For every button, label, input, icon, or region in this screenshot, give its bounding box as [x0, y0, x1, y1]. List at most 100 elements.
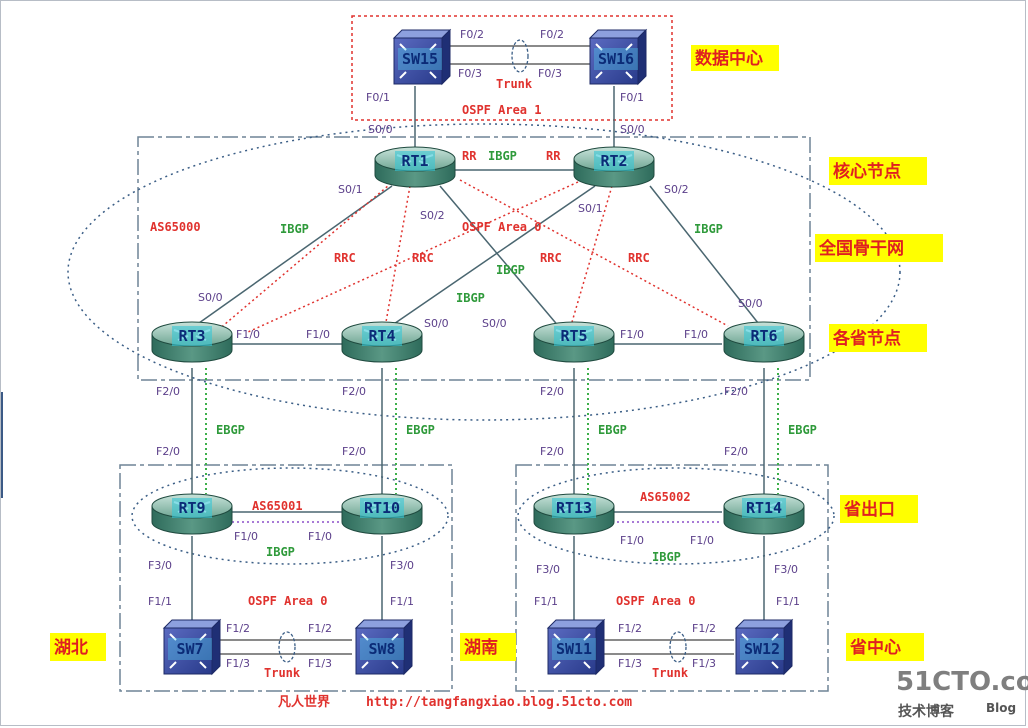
link-rt2-rt6 — [649, 185, 763, 329]
ibgp-label-rt1-rt5: IBGP — [496, 263, 525, 277]
rrc-label-4: RRC — [628, 251, 650, 265]
device-label: RT2 — [600, 152, 627, 170]
switch-sw7[interactable]: SW7 — [163, 619, 221, 675]
port-label: F1/3 — [692, 657, 716, 670]
link-rt1-rt5 — [439, 185, 561, 329]
tag-bg — [846, 633, 924, 661]
port-label: S0/2 — [420, 209, 445, 222]
tag-data-center: 数据中心 — [695, 48, 763, 69]
switch-sw11[interactable]: SW11 — [547, 619, 605, 675]
port-label: F3/0 — [390, 559, 414, 572]
router-rt1[interactable]: RT1 — [374, 146, 456, 188]
port-label: F1/2 — [308, 622, 332, 635]
ibgp-label-rt1-rt3: IBGP — [280, 222, 309, 236]
port-label: F1/0 — [620, 534, 644, 547]
tag-national-backbone: 全国骨干网 — [818, 238, 904, 259]
router-rt6[interactable]: RT6 — [723, 321, 805, 363]
ospf-area-0-core-label: OSPF Area 0 — [462, 220, 541, 234]
switch-sw8[interactable]: SW8 — [355, 619, 413, 675]
port-label: S0/0 — [424, 317, 449, 330]
device-label: RT3 — [178, 327, 205, 345]
port-label: F2/0 — [724, 385, 748, 398]
ibgp-label-rt2-rt6: IBGP — [694, 222, 723, 236]
tag-bg — [460, 633, 516, 661]
ospf-area-0-left-label: OSPF Area 0 — [248, 594, 327, 608]
ibgp-label-as65002: IBGP — [652, 550, 681, 564]
hubei-box — [119, 464, 453, 692]
port-label: F0/3 — [458, 67, 482, 80]
footer-author: 凡人世界 — [278, 694, 330, 710]
footer-url[interactable]: http://tangfangxiao.blog.51cto.com — [366, 695, 632, 710]
router-rt2[interactable]: RT2 — [573, 146, 655, 188]
port-label: F1/0 — [308, 530, 332, 543]
device-label: SW8 — [368, 640, 395, 658]
port-label: F3/0 — [148, 559, 172, 572]
router-rt13[interactable]: RT13 — [533, 493, 615, 535]
device-label: RT1 — [401, 152, 428, 170]
rrc-rt2-rt3 — [247, 181, 579, 333]
rrc-label-3: RRC — [540, 251, 562, 265]
device-label: RT13 — [556, 499, 592, 517]
backbone-box — [137, 136, 811, 381]
port-label: S0/0 — [368, 123, 393, 136]
port-label: F1/1 — [776, 595, 800, 608]
device-label: RT14 — [746, 499, 782, 517]
tag-province-node: 各省节点 — [832, 328, 901, 349]
rrc-rt1-rt3 — [217, 179, 396, 331]
device-label: SW16 — [598, 50, 634, 68]
port-label: F1/1 — [148, 595, 172, 608]
as65001-label: AS65001 — [252, 499, 303, 513]
port-label: S0/1 — [578, 202, 603, 215]
port-label: F2/0 — [342, 445, 366, 458]
port-label: F1/0 — [306, 328, 330, 341]
router-rt5[interactable]: RT5 — [533, 321, 615, 363]
port-label: S0/2 — [664, 183, 689, 196]
switch-sw16[interactable]: SW16 — [589, 29, 647, 85]
device-label: SW12 — [744, 640, 780, 658]
port-label: F1/2 — [226, 622, 250, 635]
rr-label-left: RR — [462, 149, 477, 163]
port-label: F2/0 — [342, 385, 366, 398]
ibgp-label-as65001: IBGP — [266, 545, 295, 559]
router-rt9[interactable]: RT9 — [151, 493, 233, 535]
port-label: F0/2 — [460, 28, 484, 41]
as65002-ellipse — [517, 467, 835, 565]
port-label: F3/0 — [774, 563, 798, 576]
device-label: RT6 — [750, 327, 777, 345]
device-label: SW15 — [402, 50, 438, 68]
router-rt14[interactable]: RT14 — [723, 493, 805, 535]
router-rt3[interactable]: RT3 — [151, 321, 233, 363]
tag-province-exit: 省出口 — [843, 499, 895, 520]
tag-hubei: 湖北 — [54, 638, 88, 658]
device-label: SW7 — [176, 640, 203, 658]
tag-hunan: 湖南 — [464, 637, 498, 658]
ebgp-label-1: EBGP — [216, 423, 245, 437]
switch-sw12[interactable]: SW12 — [735, 619, 793, 675]
ebgp-label-4: EBGP — [788, 423, 817, 437]
trunk-ellipse-top — [511, 39, 529, 73]
ibgp-label-rt1-rt2: IBGP — [488, 149, 517, 163]
router-rt10[interactable]: RT10 — [341, 493, 423, 535]
port-label: F1/3 — [618, 657, 642, 670]
ibgp-label-rt2-rt4: IBGP — [456, 291, 485, 305]
rrc-rt1-rt4 — [385, 185, 411, 323]
hunan-box — [515, 464, 829, 692]
ospf-area-1-label: OSPF Area 1 — [462, 103, 541, 117]
port-label: F2/0 — [724, 445, 748, 458]
tag-bg — [815, 234, 943, 262]
port-label: F1/0 — [684, 328, 708, 341]
device-label: SW11 — [556, 640, 592, 658]
tag-bg — [829, 157, 927, 185]
as65000-ellipse — [67, 123, 901, 421]
tag-bg — [829, 324, 927, 352]
port-label: F1/1 — [534, 595, 558, 608]
trunk-label-left: Trunk — [264, 666, 301, 680]
rrc-label-2: RRC — [412, 251, 434, 265]
switch-sw15[interactable]: SW15 — [393, 29, 451, 85]
router-rt4[interactable]: RT4 — [341, 321, 423, 363]
port-label: F1/2 — [618, 622, 642, 635]
ospf-area-0-right-label: OSPF Area 0 — [616, 594, 695, 608]
port-label: F1/0 — [690, 534, 714, 547]
port-label: F1/0 — [236, 328, 260, 341]
